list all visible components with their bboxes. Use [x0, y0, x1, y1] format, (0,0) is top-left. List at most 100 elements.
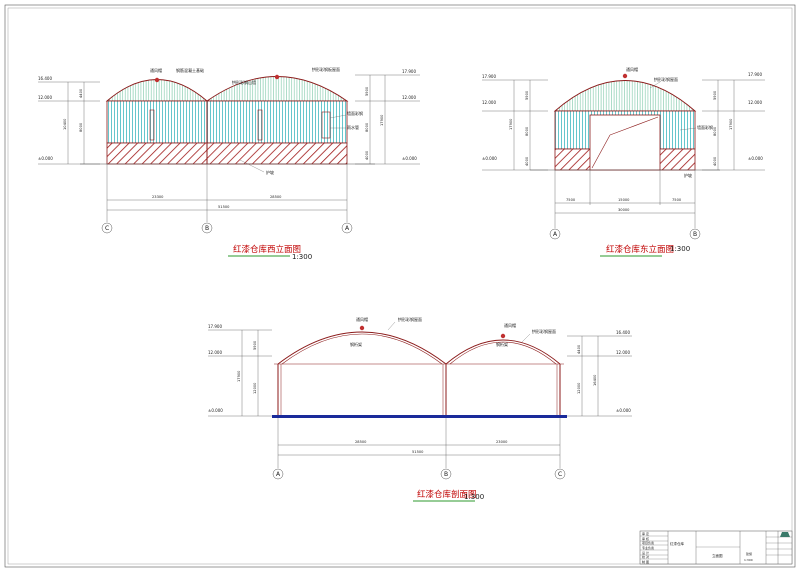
- east-note-slope: 护坡: [684, 172, 692, 178]
- east-level-right-zero: ±0.000: [748, 156, 763, 161]
- east-dim-1: 7500: [566, 198, 576, 202]
- east-note-leader: [649, 81, 661, 89]
- west-dim-right-v1: 5900: [365, 86, 369, 96]
- west-level-right-mid: 12.000: [402, 95, 416, 100]
- title-block-scale: 1:300: [744, 558, 753, 562]
- east-dim-right-v4: 4000: [713, 156, 717, 166]
- title-block-row-1: 审 核: [642, 536, 649, 541]
- east-dim-3: 7500: [672, 198, 682, 202]
- section-title: 红漆仓库剖面图: [417, 489, 477, 500]
- east-dim-left-v4: 4000: [525, 156, 529, 166]
- west-vent-cap-left: [154, 77, 160, 83]
- section-level-right-zero: ±0.000: [616, 408, 631, 413]
- east-dim-left-v1: 5900: [525, 90, 529, 100]
- west-dim-right-v3: 8000: [365, 122, 369, 132]
- east-vent-cap: [622, 73, 628, 79]
- section-dim-right-v1: 4400: [577, 344, 581, 354]
- west-note-pipe: 雨水管: [347, 124, 359, 130]
- section-dim-left-v3: 12000: [253, 382, 257, 394]
- east-dim-total: 30000: [618, 208, 630, 212]
- section-note-leader: [521, 333, 531, 343]
- title-block-row-6: 制 图: [642, 559, 649, 564]
- west-elevation: 23300 28500 51500 C B A 16.400 12.000 ±0…: [38, 66, 420, 261]
- section-level-right-mid: 12.000: [616, 350, 630, 355]
- east-level-left-zero: ±0.000: [482, 156, 497, 161]
- east-dim-right-v1: 5900: [713, 90, 717, 100]
- company-logo-icon: [780, 532, 790, 537]
- east-dim-left-v2: 17900: [509, 118, 513, 130]
- title-block-row-3: 专业负责: [642, 545, 654, 550]
- section-note-leader: [387, 321, 396, 331]
- east-note-roof: 拱形彩钢屋面: [654, 76, 678, 82]
- section-dim-right-v3: 12000: [577, 382, 581, 394]
- section-scale: 1:300: [464, 493, 484, 501]
- east-level-right-mid: 12.000: [748, 100, 762, 105]
- section-level-left-mid: 12.000: [208, 350, 222, 355]
- section-level-left-zero: ±0.000: [208, 408, 223, 413]
- west-dim-left-v3: 8000: [79, 122, 83, 132]
- west-scale: 1:300: [292, 253, 312, 261]
- section-dim-total: 51500: [412, 450, 424, 454]
- section-dim-left-v2: 17900: [237, 370, 241, 382]
- west-level-right-zero: ±0.000: [402, 156, 417, 161]
- section-dim-right-v2: 16400: [593, 374, 597, 386]
- west-base-hatch: [106, 142, 348, 165]
- title-block-frame: [639, 530, 793, 565]
- east-door-diagonal: [609, 116, 659, 136]
- east-level-left-top: 17.900: [482, 74, 496, 79]
- section-arc-left: [277, 331, 447, 365]
- title-block: 审 定 审 核 项目负责 专业负责 设 计 校 对 制 图 红漆仓库 立面图 建…: [639, 530, 793, 565]
- section-dim-1: 28500: [355, 440, 367, 444]
- section-note-truss-right: 钢桁架: [496, 341, 508, 347]
- west-note-roof: 拱形彩钢板屋面: [312, 66, 340, 72]
- section-arc-left-inner: [281, 333, 443, 365]
- section-arc-right-inner: [449, 341, 557, 365]
- west-dim-right-v4: 4000: [365, 150, 369, 160]
- west-axis-bubble-a: [341, 222, 353, 234]
- east-door-opening: [589, 114, 661, 171]
- west-axis-c: C: [105, 225, 109, 232]
- east-elevation: 7500 15000 7500 30000 A B 17.900 12.000 …: [482, 66, 765, 257]
- title-block-row-4: 设 计: [642, 550, 649, 555]
- title-block-project: 红漆仓库: [670, 541, 684, 546]
- section-axis-bubble-c: [554, 468, 566, 480]
- west-note-wall: 墙面彩钢: [347, 110, 363, 116]
- section-note-truss-left: 钢桁架: [350, 341, 362, 347]
- section-axis-a: A: [276, 471, 281, 478]
- section-note-vent-right: 通风帽: [504, 322, 516, 328]
- west-dim-2: 28500: [270, 195, 282, 199]
- title-block-sheet: 建施: [746, 551, 752, 556]
- east-dim-right-v3: 8000: [713, 126, 717, 136]
- west-dim-right-v2: 17900: [380, 114, 384, 126]
- section-dim-2: 23000: [496, 440, 508, 444]
- section-view: 28500 23000 51500 A B C 17.900 12.000 ±0…: [208, 316, 632, 502]
- east-note-wall: 墙面彩钢: [697, 124, 713, 130]
- west-note-vent: 通风帽: [150, 67, 162, 73]
- west-axis-bubble-b: [201, 222, 213, 234]
- title-block-row-2: 项目负责: [642, 540, 654, 545]
- west-level-left-zero: ±0.000: [38, 156, 53, 161]
- east-title: 红漆仓库东立面图: [606, 244, 674, 255]
- west-door-right: [257, 109, 263, 141]
- west-axis-a: A: [345, 225, 350, 232]
- title-block-drawing: 立面图: [712, 553, 723, 558]
- section-note-vent-left: 通风帽: [356, 316, 368, 322]
- west-roof-arc-left: [105, 79, 209, 102]
- east-axis-bubble-a: [549, 228, 561, 240]
- west-dim-total: 51500: [218, 205, 230, 209]
- east-level-left-mid: 12.000: [482, 100, 496, 105]
- east-dim-left-v3: 8000: [525, 126, 529, 136]
- west-title: 红漆仓库西立面图: [233, 244, 301, 255]
- west-axis-b: B: [205, 225, 209, 232]
- section-vent-cap-left: [359, 325, 365, 331]
- title-block-row-5: 校 对: [642, 554, 649, 559]
- west-door-far: [321, 111, 331, 139]
- west-dim-1: 23300: [152, 195, 164, 199]
- west-axis-bubble-c: [101, 222, 113, 234]
- east-level-right-top: 17.900: [748, 72, 762, 77]
- west-wall-cladding: [106, 100, 348, 144]
- section-dim-left-v1: 5900: [253, 340, 257, 350]
- east-axis-bubble-b: [689, 228, 701, 240]
- section-note-roof-right: 拱形彩钢屋面: [532, 328, 556, 334]
